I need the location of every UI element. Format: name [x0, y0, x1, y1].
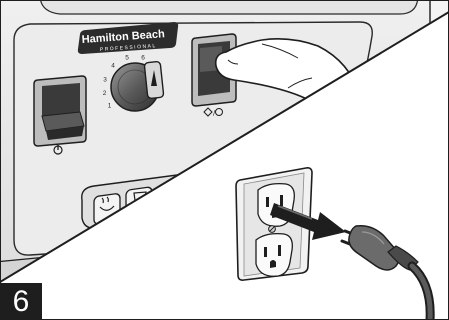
dial-tick-label: 1: [108, 102, 112, 109]
power-switch[interactable]: [34, 76, 86, 154]
dial-tick-label: 2: [103, 90, 107, 97]
dial-tick-label: 6: [141, 55, 145, 62]
screw-icon: [269, 226, 276, 233]
receptacle-bottom[interactable]: [256, 234, 292, 277]
step-number-badge: 6: [0, 283, 42, 320]
dial-tick-label: 3: [103, 77, 107, 84]
dial-tick-label: 5: [125, 55, 129, 62]
dial-tick-label: 4: [111, 63, 115, 70]
